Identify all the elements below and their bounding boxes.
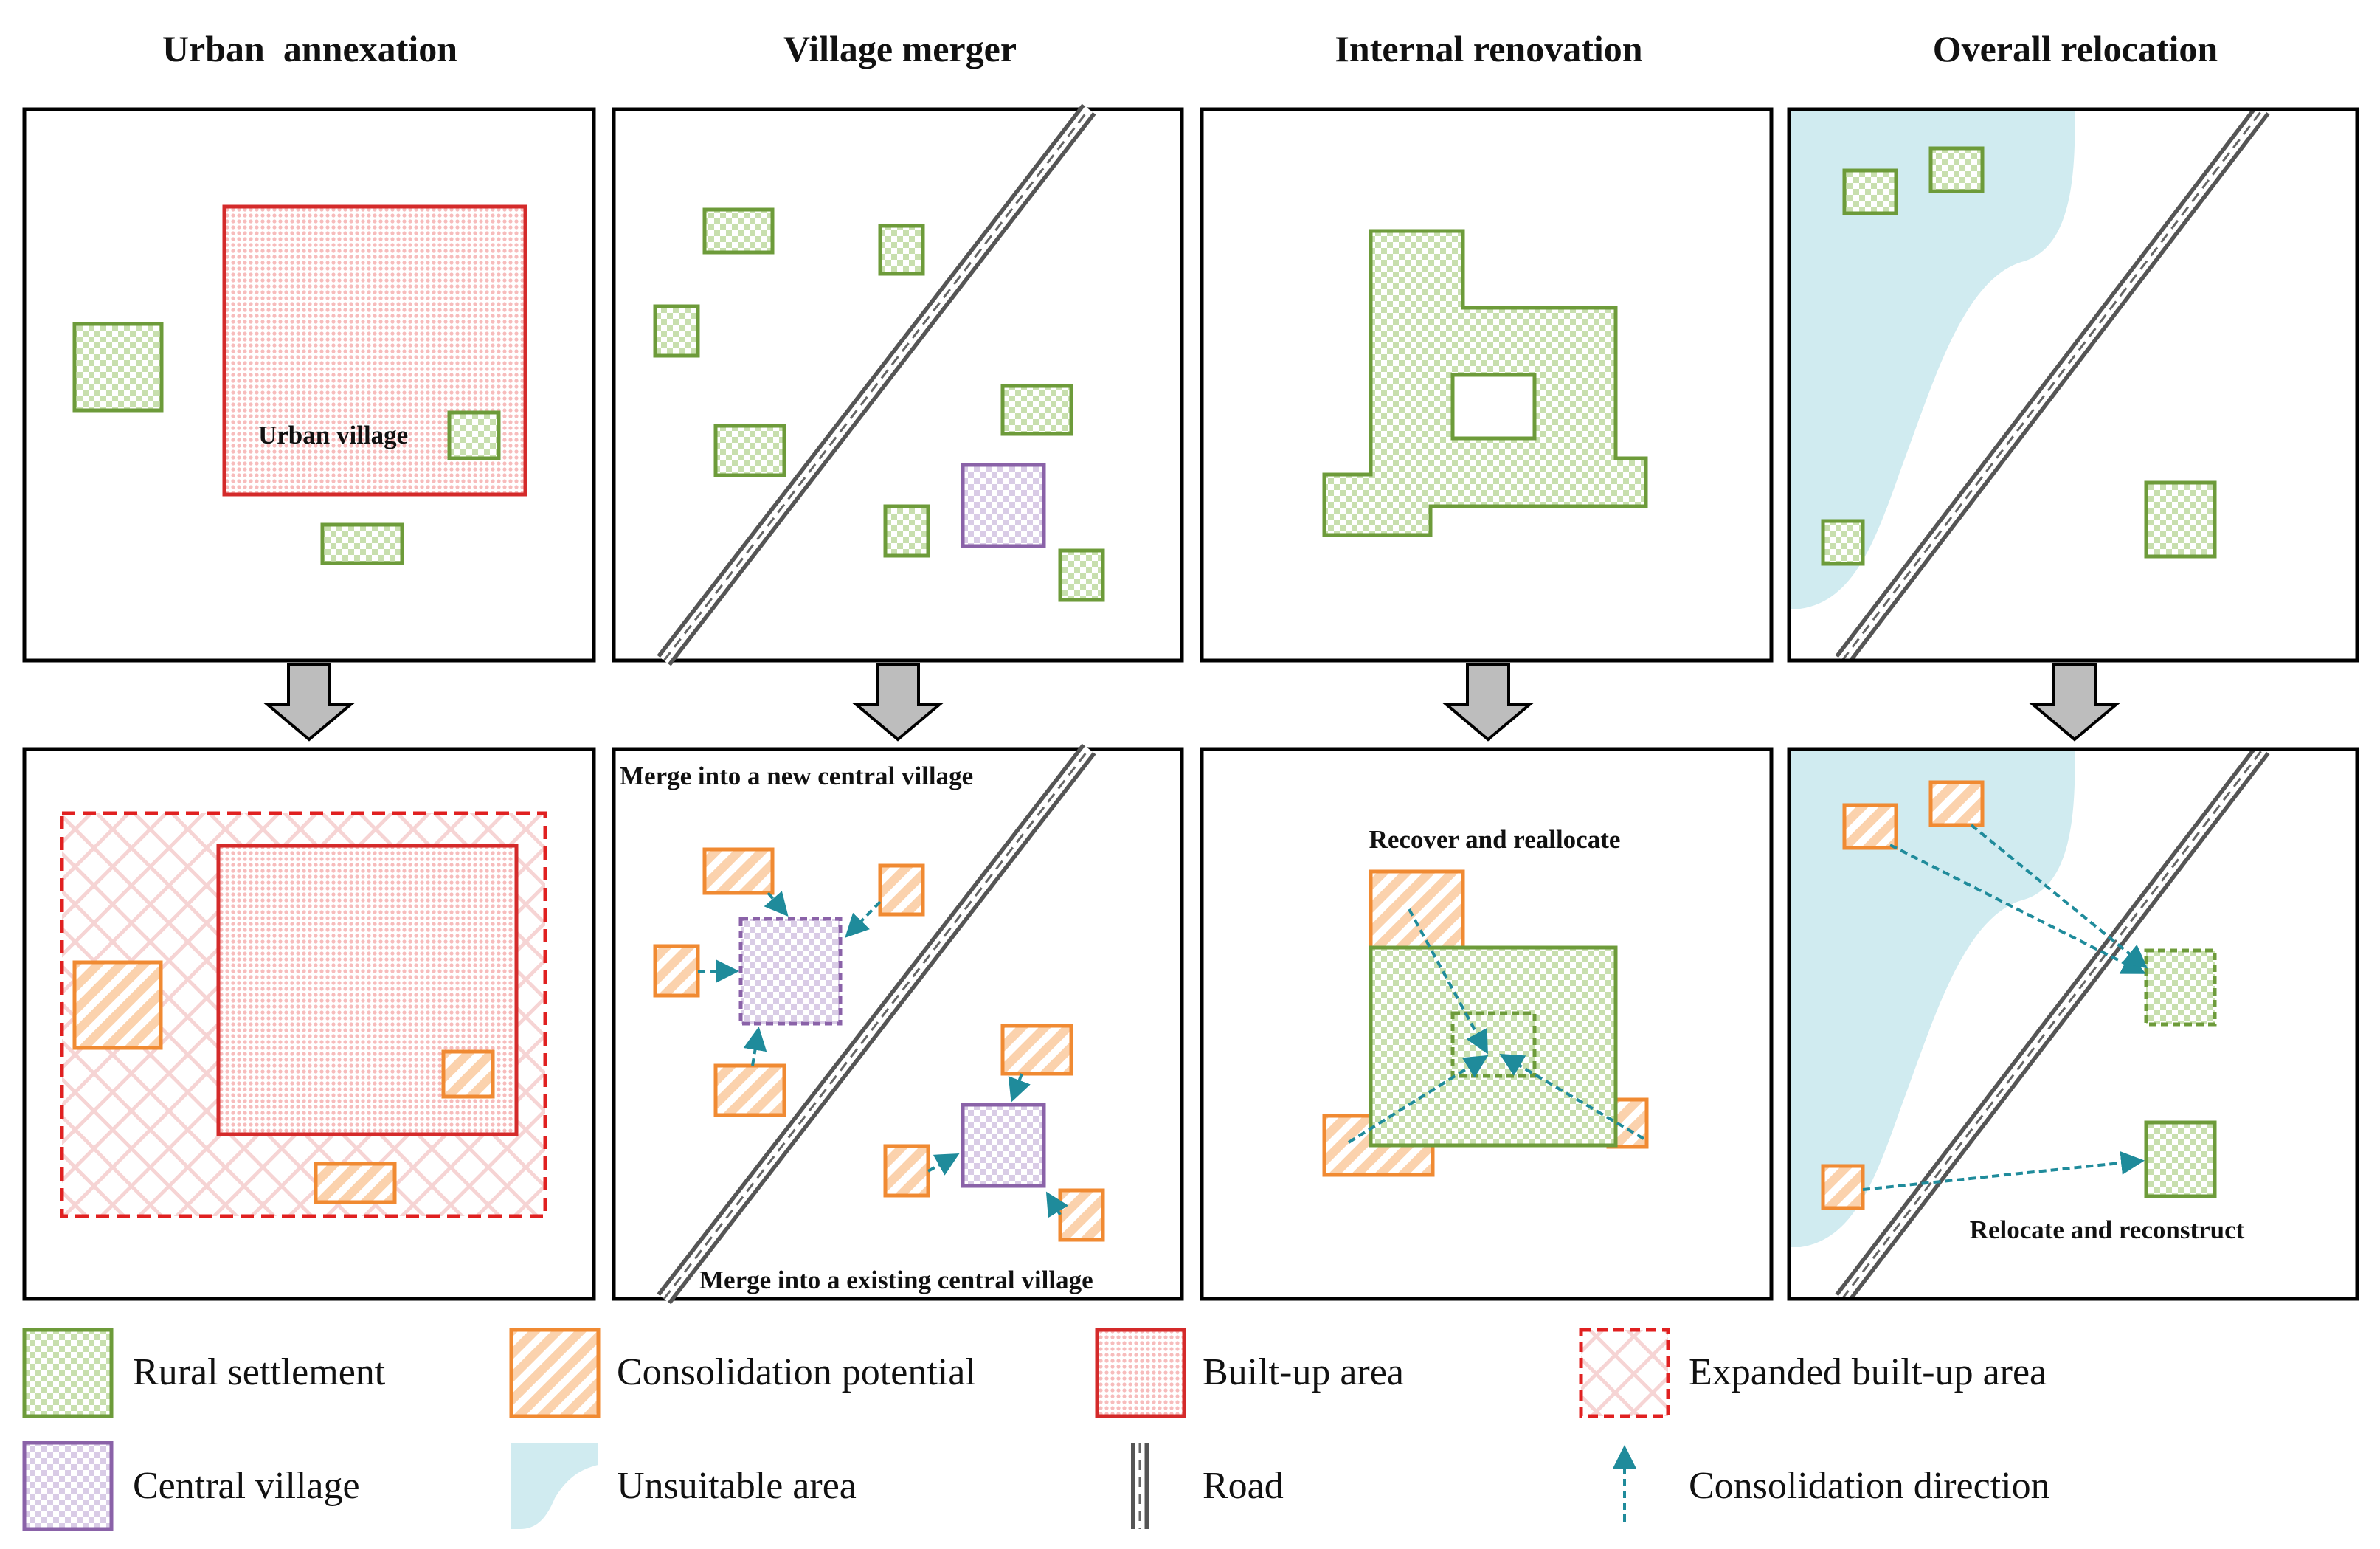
consolidation-potential — [653, 944, 700, 998]
consolidation-direction-arrows — [1862, 824, 2148, 1191]
panel-village-merger-before — [612, 103, 1184, 666]
consolidation-potential — [441, 1049, 495, 1099]
legend-label: Built-up area — [1203, 1351, 1404, 1393]
road — [1835, 109, 2270, 660]
road — [1835, 749, 2270, 1299]
consolidation-potential — [1058, 1188, 1105, 1242]
road — [657, 103, 1096, 666]
panel-village-merger-after: Merge into a new central village Merge i… — [612, 743, 1184, 1305]
rural-settlement — [1000, 384, 1073, 436]
legend-label: Consolidation potential — [617, 1351, 976, 1393]
new-central-village — [738, 917, 843, 1026]
legend-item-consolidation-potential: Consolidation potential — [509, 1328, 976, 1418]
consolidation-direction-arrows — [698, 891, 1069, 1218]
reallocation-target — [1450, 1011, 1537, 1078]
legend-swatch-expanded — [1579, 1328, 1670, 1418]
rural-settlement — [1928, 146, 1985, 193]
rural-settlement — [2144, 1120, 2217, 1198]
consolidation-potential — [72, 960, 163, 1050]
rural-settlement — [878, 224, 925, 276]
down-arrow-icon — [1442, 663, 1534, 742]
rural-settlement — [2144, 480, 2217, 559]
consolidation-potential — [878, 863, 925, 917]
relocation-target — [2144, 948, 2217, 1027]
legend-swatch-rural — [22, 1328, 114, 1418]
consolidation-potential — [1000, 1024, 1073, 1076]
consolidation-potential — [1842, 803, 1898, 850]
legend-item-unsuitable-area: Unsuitable area — [511, 1443, 857, 1529]
central-village — [961, 463, 1046, 548]
renovation-core — [1450, 373, 1537, 441]
down-arrow-icon — [2029, 663, 2120, 742]
consolidation-potential — [1821, 1164, 1865, 1210]
down-arrow-icon — [263, 663, 355, 742]
legend-label: Consolidation direction — [1689, 1465, 2050, 1507]
legend-label: Expanded built-up area — [1689, 1351, 2047, 1393]
consolidation-potential — [1369, 869, 1465, 951]
road — [657, 743, 1096, 1305]
rural-settlement — [1821, 519, 1865, 566]
legend-swatch-unsuitable — [511, 1443, 598, 1529]
unsuitable-area — [1789, 749, 2075, 1247]
recover-reallocate-label: Recover and reallocate — [1369, 825, 1621, 854]
legend-label: Unsuitable area — [617, 1465, 857, 1507]
merge-existing-label: Merge into a existing central village — [699, 1266, 1093, 1294]
consolidation-potential — [713, 1063, 786, 1117]
column-title-urban-annexation: Urban annexation — [162, 28, 457, 69]
consolidation-direction-arrows — [1347, 908, 1645, 1144]
legend-item-road: Road — [1131, 1443, 1284, 1529]
panel-internal-renovation-before — [1200, 107, 1774, 663]
column-title-village-merger: Village merger — [783, 28, 1017, 69]
column-title-internal-renovation: Internal renovation — [1335, 28, 1642, 69]
panel-urban-annexation-after — [22, 747, 596, 1301]
panel-urban-annexation-before: Urban village — [22, 107, 596, 663]
consolidation-potential — [883, 1144, 930, 1198]
legend-item-rural-settlement: Rural settlement — [22, 1328, 386, 1418]
down-arrow-icon — [852, 663, 944, 742]
rural-settlement — [1058, 548, 1105, 602]
panel-overall-relocation-before — [1787, 107, 2359, 663]
panel-internal-renovation-after: Recover and reallocate — [1200, 747, 1774, 1301]
rural-settlement — [702, 207, 775, 255]
consolidation-potential — [314, 1162, 397, 1204]
legend-label: Rural settlement — [133, 1351, 386, 1393]
rural-settlement — [320, 522, 404, 565]
rural-settlement — [883, 504, 930, 558]
merge-new-label: Merge into a new central village — [620, 762, 973, 790]
rural-settlement — [72, 322, 164, 413]
rural-settlement — [447, 410, 501, 460]
legend-label: Central village — [133, 1465, 360, 1507]
legend-item-expanded-built-up-area: Expanded built-up area — [1579, 1328, 2047, 1418]
relocate-reconstruct-label: Relocate and reconstruct — [1970, 1215, 2245, 1244]
consolidation-potential — [702, 847, 775, 895]
column-title-overall-relocation: Overall relocation — [1933, 28, 2218, 69]
rural-settlement — [713, 424, 786, 477]
legend-item-central-village: Central village — [22, 1441, 360, 1531]
consolidation-potential — [1928, 780, 1985, 827]
central-village — [961, 1103, 1046, 1188]
rural-settlement — [653, 304, 700, 358]
legend: Rural settlement Consolidation potential… — [22, 1328, 2050, 1531]
unsuitable-area — [1789, 109, 2075, 609]
urban-village-label: Urban village — [258, 421, 408, 449]
legend-swatch-consolidation — [509, 1328, 601, 1418]
legend-item-consolidation-direction: Consolidation direction — [1613, 1445, 2050, 1522]
panel-overall-relocation-after: Relocate and reconstruct — [1787, 747, 2359, 1301]
rural-settlement — [1842, 168, 1898, 215]
transition-arrows — [263, 663, 2120, 742]
legend-label: Road — [1203, 1465, 1284, 1507]
legend-item-built-up-area: Built-up area — [1095, 1328, 1404, 1418]
legend-swatch-central — [22, 1441, 114, 1531]
legend-swatch-builtup — [1095, 1328, 1186, 1418]
